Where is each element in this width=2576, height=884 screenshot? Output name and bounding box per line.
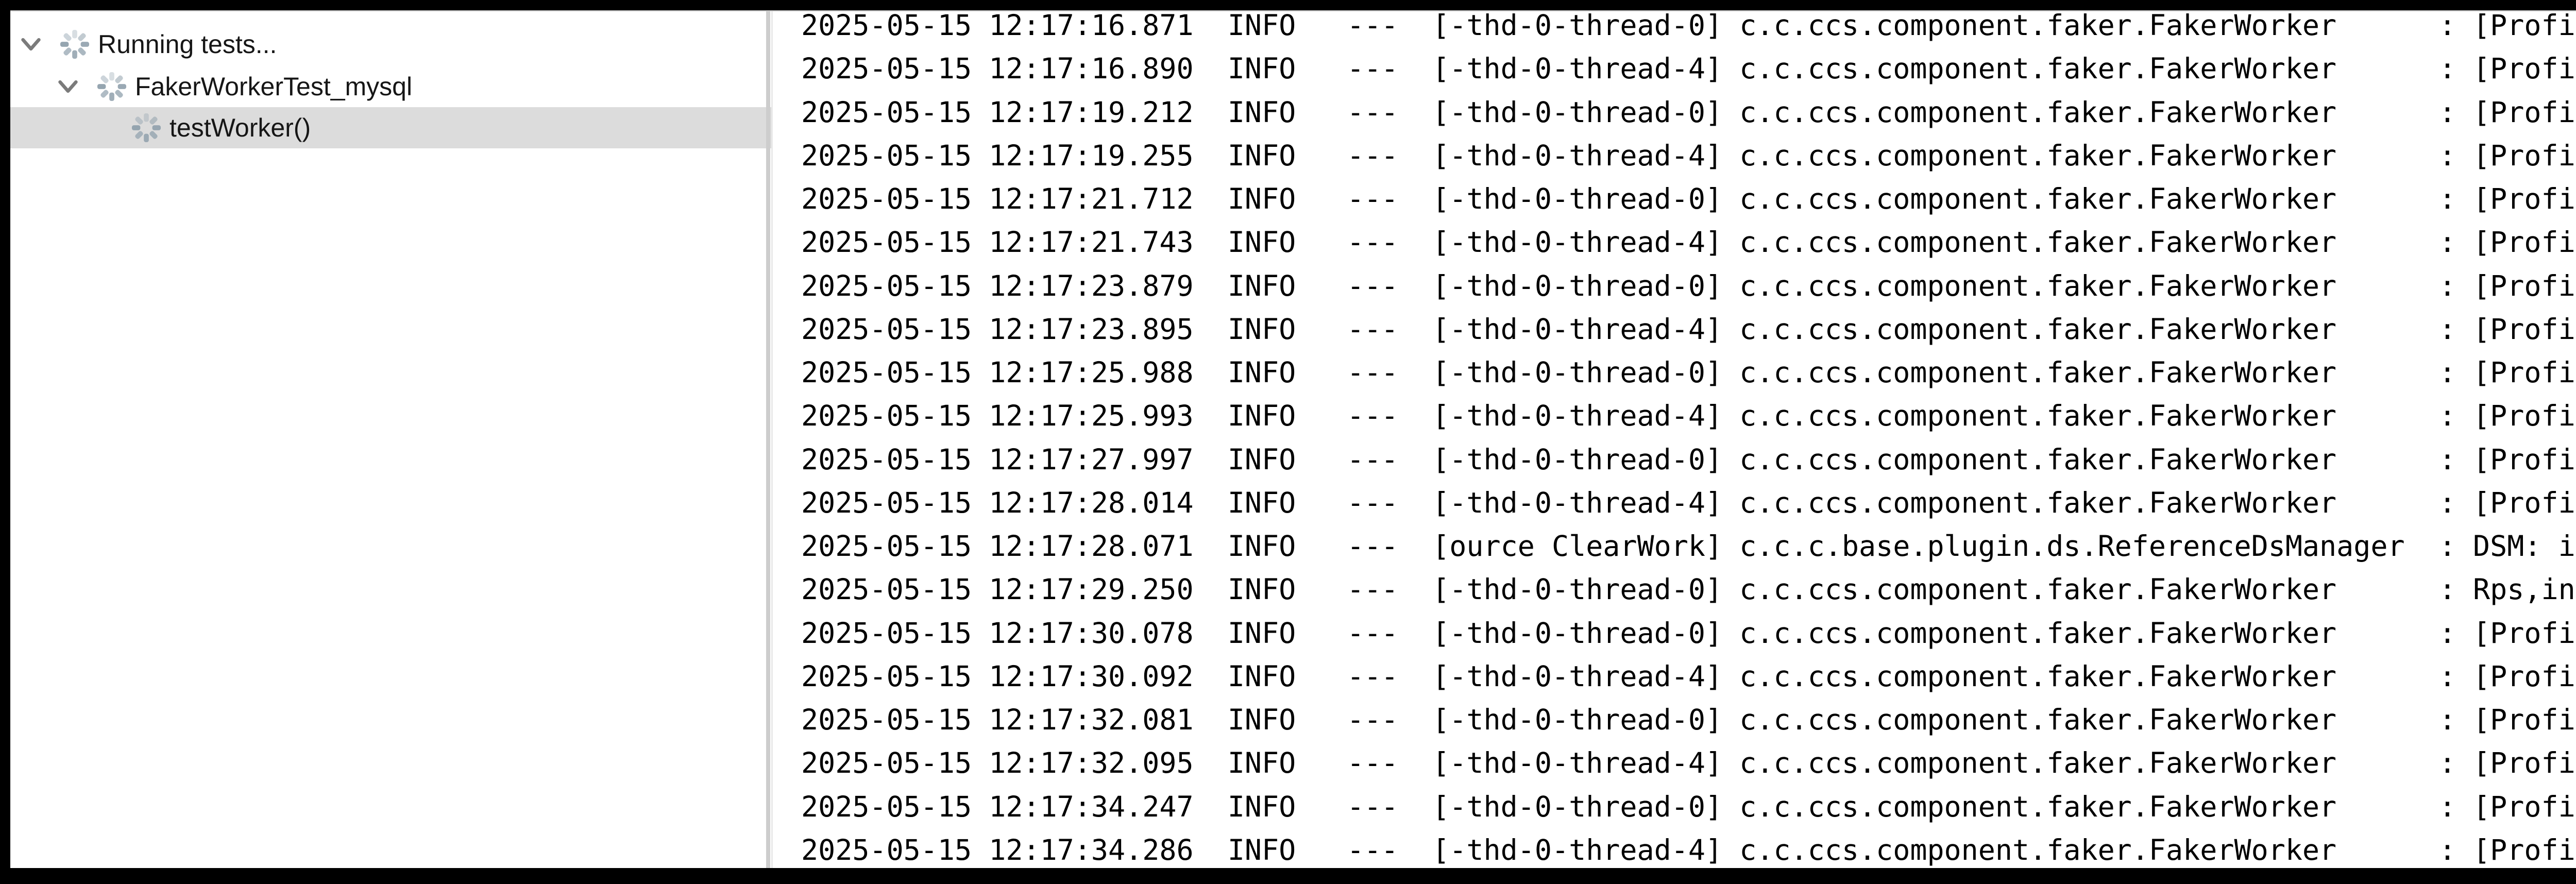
- log-line: 2025-05-15 12:17:34.247 INFO --- [-thd-0…: [801, 790, 2576, 823]
- log-line: 2025-05-15 12:17:23.895 INFO --- [-thd-0…: [801, 312, 2576, 346]
- test-in-progress-spinner-icon: [97, 72, 127, 101]
- log-line: 2025-05-15 12:17:28.071 INFO --- [ource …: [801, 530, 2576, 563]
- tree-item-running-tests[interactable]: Running tests...: [10, 24, 775, 65]
- log-line: 2025-05-15 12:17:34.286 INFO --- [-thd-0…: [801, 833, 2576, 866]
- panel-splitter[interactable]: [766, 11, 770, 868]
- window-content: Running tests... FakerWorkerTest_mysql t: [10, 10, 2576, 868]
- tree-item-fakerworkertest-mysql[interactable]: FakerWorkerTest_mysql: [10, 66, 812, 107]
- test-in-progress-spinner-icon: [131, 113, 161, 143]
- log-line: 2025-05-15 12:17:28.014 INFO --- [-thd-0…: [801, 486, 2576, 519]
- tree-item-label: testWorker(): [170, 113, 311, 142]
- console-output[interactable]: 2025-05-15 12:17:16.871 INFO --- [-thd-0…: [773, 11, 2576, 868]
- log-line: 2025-05-15 12:17:32.081 INFO --- [-thd-0…: [801, 703, 2576, 736]
- log-line: 2025-05-15 12:17:21.712 INFO --- [-thd-0…: [801, 182, 2576, 215]
- tree-item-testworker-selected[interactable]: testWorker(): [10, 107, 887, 148]
- chevron-down-icon[interactable]: [20, 36, 42, 53]
- log-line: 2025-05-15 12:17:23.879 INFO --- [-thd-0…: [801, 269, 2576, 302]
- log-line: 2025-05-15 12:17:29.250 INFO --- [-thd-0…: [801, 573, 2576, 606]
- log-line: 2025-05-15 12:17:25.988 INFO --- [-thd-0…: [801, 356, 2576, 389]
- log-line: 2025-05-15 12:17:19.212 INFO --- [-thd-0…: [801, 95, 2576, 129]
- log-lines: 2025-05-15 12:17:16.871 INFO --- [-thd-0…: [801, 11, 2576, 868]
- tree-item-label: FakerWorkerTest_mysql: [135, 72, 413, 101]
- log-line: 2025-05-15 12:17:25.993 INFO --- [-thd-0…: [801, 399, 2576, 433]
- log-line: 2025-05-15 12:17:27.997 INFO --- [-thd-0…: [801, 443, 2576, 476]
- tree-item-label: Running tests...: [98, 30, 277, 59]
- log-line: 2025-05-15 12:17:19.255 INFO --- [-thd-0…: [801, 139, 2576, 172]
- log-line: 2025-05-15 12:17:30.078 INFO --- [-thd-0…: [801, 616, 2576, 650]
- test-in-progress-spinner-icon: [60, 29, 90, 59]
- log-line: 2025-05-15 12:17:16.890 INFO --- [-thd-0…: [801, 52, 2576, 86]
- panel-splitter-shadow: [771, 11, 773, 868]
- test-tree-panel: Running tests... FakerWorkerTest_mysql t: [10, 11, 887, 868]
- log-line: 2025-05-15 12:17:16.871 INFO --- [-thd-0…: [801, 11, 2576, 42]
- chevron-down-icon[interactable]: [57, 78, 79, 95]
- log-line: 2025-05-15 12:17:32.095 INFO --- [-thd-0…: [801, 746, 2576, 780]
- log-line: 2025-05-15 12:17:21.743 INFO --- [-thd-0…: [801, 226, 2576, 259]
- log-line: 2025-05-15 12:17:30.092 INFO --- [-thd-0…: [801, 659, 2576, 693]
